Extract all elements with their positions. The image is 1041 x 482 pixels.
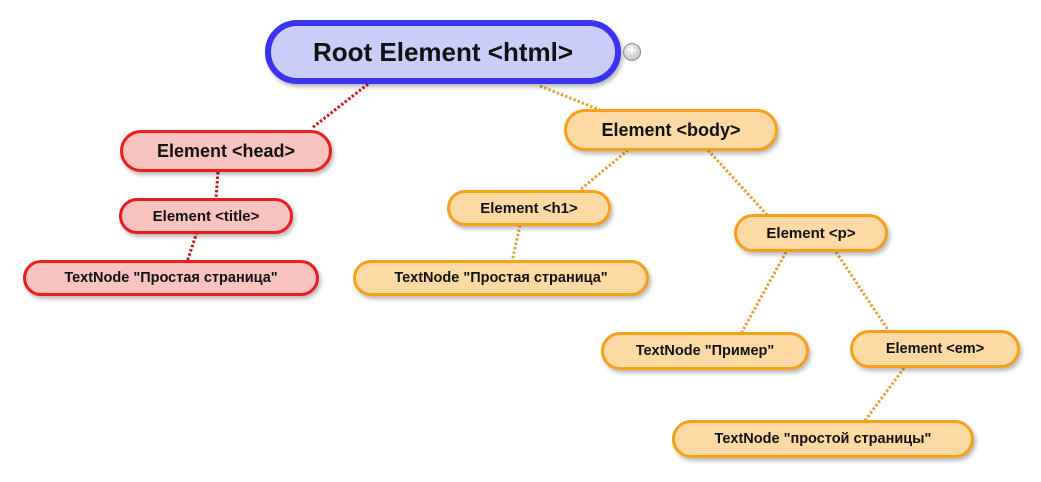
node-textnode-h1[interactable]: TextNode "Простая страница": [353, 260, 649, 296]
link-h1-text: [510, 224, 522, 263]
link-root-head: [311, 82, 369, 130]
link-head-title: [214, 171, 220, 199]
plus-circle-icon[interactable]: +: [623, 43, 641, 61]
node-root-html[interactable]: Root Element <html>: [265, 20, 621, 84]
node-element-em[interactable]: Element <em>: [850, 330, 1020, 368]
link-root-body: [539, 84, 601, 112]
link-body-p: [706, 148, 770, 218]
node-element-p[interactable]: Element <p>: [734, 214, 888, 252]
node-element-body[interactable]: Element <body>: [564, 109, 778, 151]
node-textnode-em[interactable]: TextNode "простой страницы": [672, 420, 974, 458]
node-textnode-title[interactable]: TextNode "Простая страница": [23, 260, 319, 296]
node-textnode-p[interactable]: TextNode "Пример": [601, 332, 809, 370]
node-element-head[interactable]: Element <head>: [120, 130, 332, 172]
link-body-h1: [579, 148, 629, 192]
node-element-title[interactable]: Element <title>: [119, 198, 293, 234]
link-title-text: [185, 231, 199, 263]
link-p-em: [834, 251, 890, 331]
link-em-text: [862, 367, 906, 423]
link-p-text: [740, 251, 788, 333]
node-element-h1[interactable]: Element <h1>: [447, 190, 611, 226]
